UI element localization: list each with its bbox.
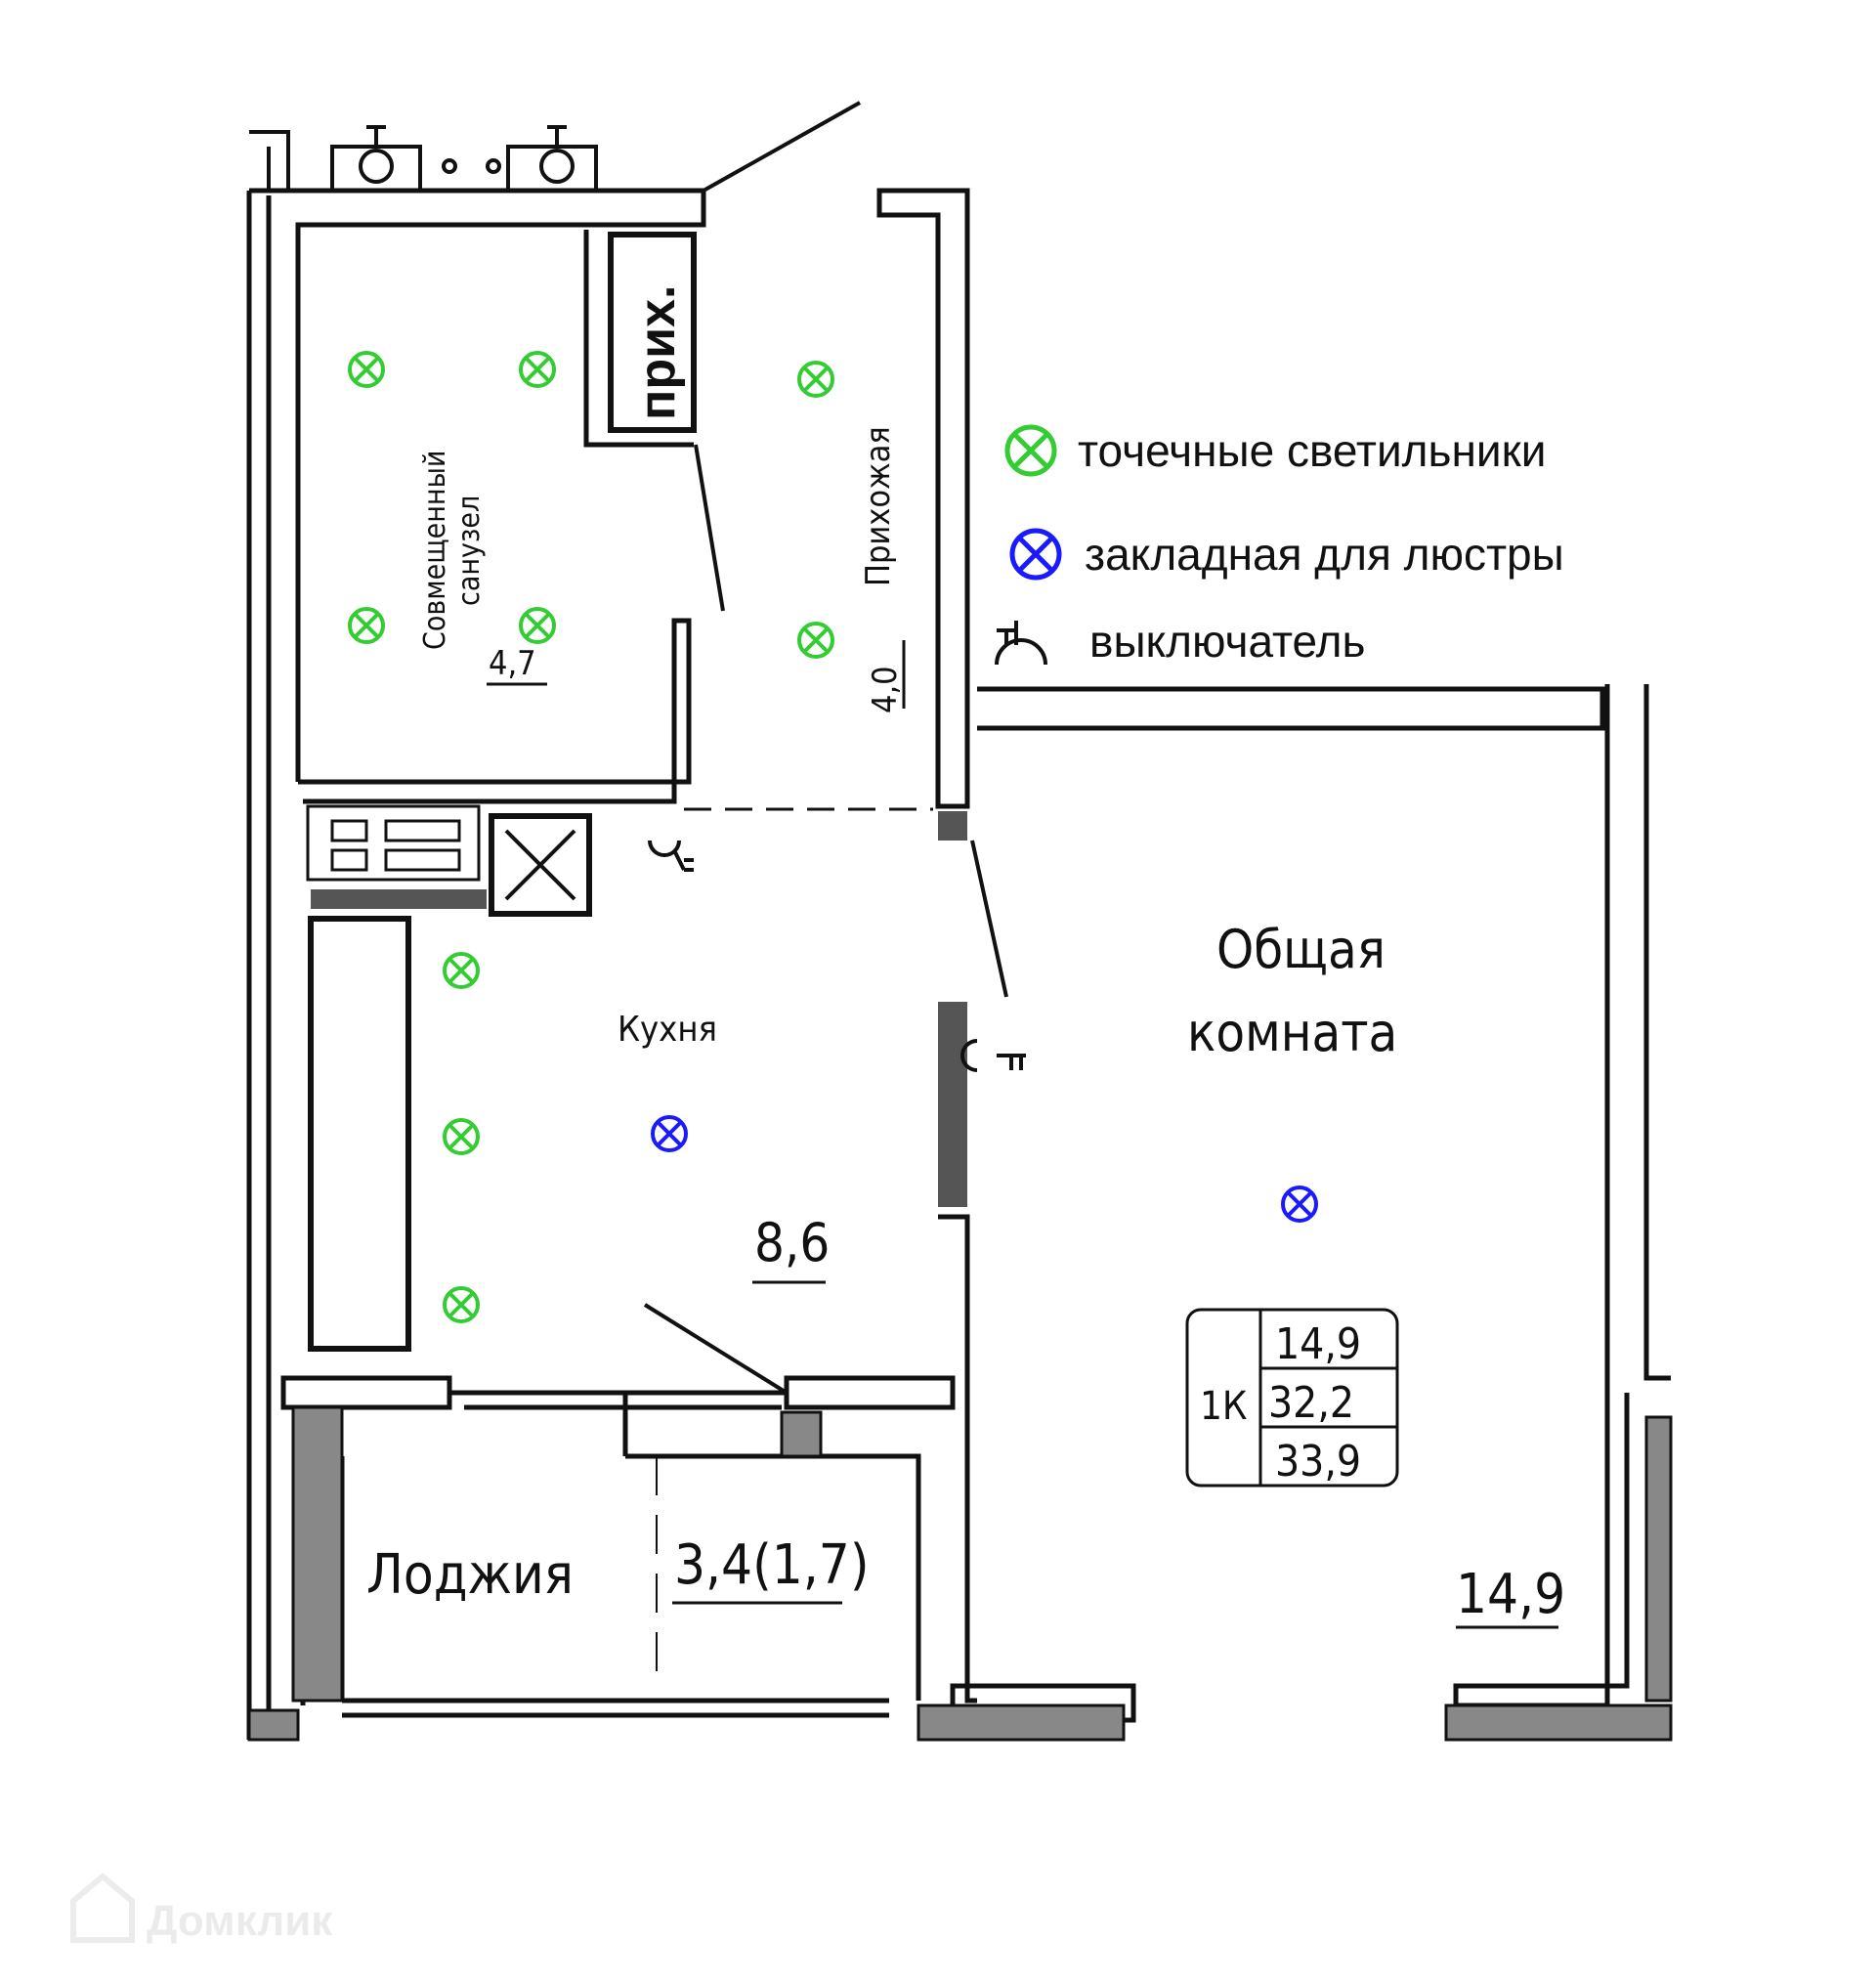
kitchen-counter xyxy=(308,916,411,1352)
openings xyxy=(311,811,967,1207)
bathroom-name-line1: Совмещенный xyxy=(418,451,452,650)
legend-switch-icon xyxy=(995,621,1047,666)
hallway-area: 4,0 xyxy=(866,666,905,713)
wall-kitchen-bottom-right xyxy=(784,1375,956,1410)
kitchen-name: Кухня xyxy=(618,1010,717,1050)
wall-bath-right xyxy=(583,230,694,448)
summary-living-area: 14,9 xyxy=(1275,1319,1361,1369)
pipes xyxy=(249,101,861,193)
bath-fixtures xyxy=(306,804,481,882)
wall-loggia-bottom xyxy=(342,1698,889,1718)
wall-living-top xyxy=(977,686,1605,731)
spot-lights xyxy=(348,351,834,1323)
loggia-area: 3,4(1,7) xyxy=(674,1533,870,1597)
living-name-line1: Общая xyxy=(1216,919,1386,980)
chandelier-mounts xyxy=(651,1115,1318,1223)
legend-spot-lights-text: точечные светильники xyxy=(1078,425,1546,476)
closet-box xyxy=(608,232,697,433)
hallway-name: Прихожая xyxy=(859,426,898,586)
kitchen-area: 8,6 xyxy=(754,1212,830,1273)
house-icon xyxy=(70,1873,135,1943)
summary-type: 1К xyxy=(1200,1384,1247,1429)
wall-living-right xyxy=(1453,684,1630,1708)
wall-kitchen-right xyxy=(938,1214,977,1704)
wall-living-right-outer xyxy=(1643,684,1671,1381)
legend-spot-light-icon xyxy=(1004,424,1057,477)
watermark-text: Домклик xyxy=(147,1897,333,1945)
hatched-walls xyxy=(247,1405,1673,1742)
door-loggia xyxy=(449,1390,787,1459)
legend-chandelier-icon xyxy=(1009,528,1062,581)
living-name-line2: комната xyxy=(1187,1002,1397,1063)
bathroom-name-line2: санузел xyxy=(452,496,487,606)
summary-total-area: 32,2 xyxy=(1268,1378,1354,1428)
apartment-summary: 1К 14,9 32,2 33,9 xyxy=(1185,1308,1399,1488)
wall-loggia-right xyxy=(782,1453,921,1701)
closet-label: прих. xyxy=(629,284,686,420)
door-swings xyxy=(643,444,1008,1395)
legend-switch-text: выключатель xyxy=(1089,616,1365,667)
legend: точечные светильники закладная для люстр… xyxy=(995,424,1564,667)
loggia-name: Лоджия xyxy=(366,1543,574,1607)
watermark: Домклик xyxy=(70,1873,333,1945)
wall-left-inner xyxy=(266,195,293,1723)
bathroom-area: 4,7 xyxy=(489,644,536,683)
living-area: 14,9 xyxy=(1456,1563,1565,1626)
vent-shaft xyxy=(489,813,592,917)
summary-area-with-loggia: 33,9 xyxy=(1275,1437,1361,1487)
legend-chandelier-text: закладная для люстры xyxy=(1085,529,1564,580)
switches xyxy=(648,840,1026,1072)
wall-kitchen-bottom xyxy=(280,1375,452,1410)
wall-hall-right xyxy=(876,188,970,809)
wall-bath-bottom xyxy=(298,618,692,804)
